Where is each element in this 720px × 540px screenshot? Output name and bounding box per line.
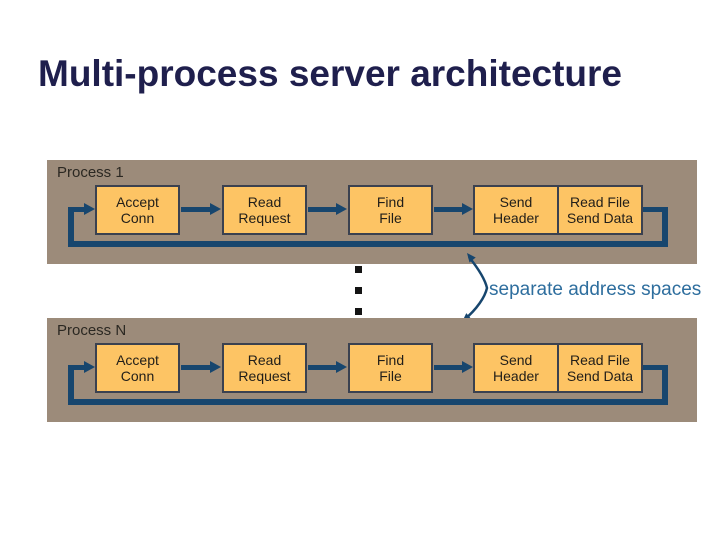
ellipsis-dot [355, 308, 362, 315]
step-line: Send [499, 352, 533, 368]
arrowhead-icon [84, 203, 95, 215]
arrowhead-icon [210, 361, 221, 373]
step-send-header-read-file: Send Header Read File Send Data [473, 185, 643, 235]
step-line: Send Data [566, 210, 634, 226]
loop-right-line [662, 207, 668, 246]
loop-entry-line [68, 207, 86, 212]
ellipsis-dot [355, 287, 362, 294]
loop-left-line [68, 365, 74, 405]
loop-left-line [68, 207, 74, 247]
step-line: Send Data [566, 368, 634, 384]
step-read-request: Read Request [222, 343, 307, 393]
step-send-header: Send Header [475, 187, 557, 233]
flow-arrow-line [434, 207, 463, 212]
arrowhead-icon [336, 361, 347, 373]
flow-arrow-line [181, 365, 212, 370]
step-line: Conn [120, 368, 155, 384]
step-line: File [379, 210, 402, 226]
flow-arrow-line [181, 207, 212, 212]
ellipsis-dot [355, 266, 362, 273]
flow-arrow-line [308, 207, 337, 212]
loop-bottom-line [68, 241, 668, 247]
step-line: Find [376, 352, 405, 368]
step-find-file: Find File [348, 185, 433, 235]
step-line: Read File [570, 352, 630, 368]
step-send-header-read-file: Send Header Read File Send Data [473, 343, 643, 393]
arrowhead-icon [210, 203, 221, 215]
loop-exit-line [643, 207, 668, 212]
step-line: Accept [116, 352, 159, 368]
annotation-separate-address-spaces: separate address spaces [489, 279, 702, 300]
process-band-1: Process 1 Accept Conn Read Request Find … [47, 160, 697, 264]
step-line: Accept [116, 194, 159, 210]
process-band-n: Process N Accept Conn Read Request Find … [47, 318, 697, 422]
step-read-file-send-data: Read File Send Data [557, 187, 641, 233]
arrowhead-icon [84, 361, 95, 373]
step-line: Conn [120, 210, 155, 226]
step-line: Request [238, 210, 291, 226]
step-line: Find [376, 194, 405, 210]
process-n-label: Process N [57, 322, 127, 339]
step-accept-conn: Accept Conn [95, 343, 180, 393]
arrowhead-icon [462, 361, 473, 373]
step-line: Send [499, 194, 533, 210]
flow-arrow-line [308, 365, 337, 370]
flow-arrow-line [434, 365, 463, 370]
loop-entry-line [68, 365, 86, 370]
process-1-label: Process 1 [57, 164, 124, 181]
page-title: Multi-process server architecture [38, 53, 623, 94]
step-line: Read [247, 352, 282, 368]
arrowhead-icon [336, 203, 347, 215]
step-line: Read File [570, 194, 630, 210]
step-line: File [379, 368, 402, 384]
step-line: Read [247, 194, 282, 210]
step-send-header: Send Header [475, 345, 557, 391]
arrowhead-icon [462, 203, 473, 215]
step-read-request: Read Request [222, 185, 307, 235]
step-find-file: Find File [348, 343, 433, 393]
step-line: Header [493, 368, 539, 384]
loop-exit-line [643, 365, 668, 370]
step-read-file-send-data: Read File Send Data [557, 345, 641, 391]
step-accept-conn: Accept Conn [95, 185, 180, 235]
loop-bottom-line [68, 399, 668, 405]
step-line: Header [493, 210, 539, 226]
step-line: Request [238, 368, 291, 384]
loop-right-line [662, 365, 668, 404]
